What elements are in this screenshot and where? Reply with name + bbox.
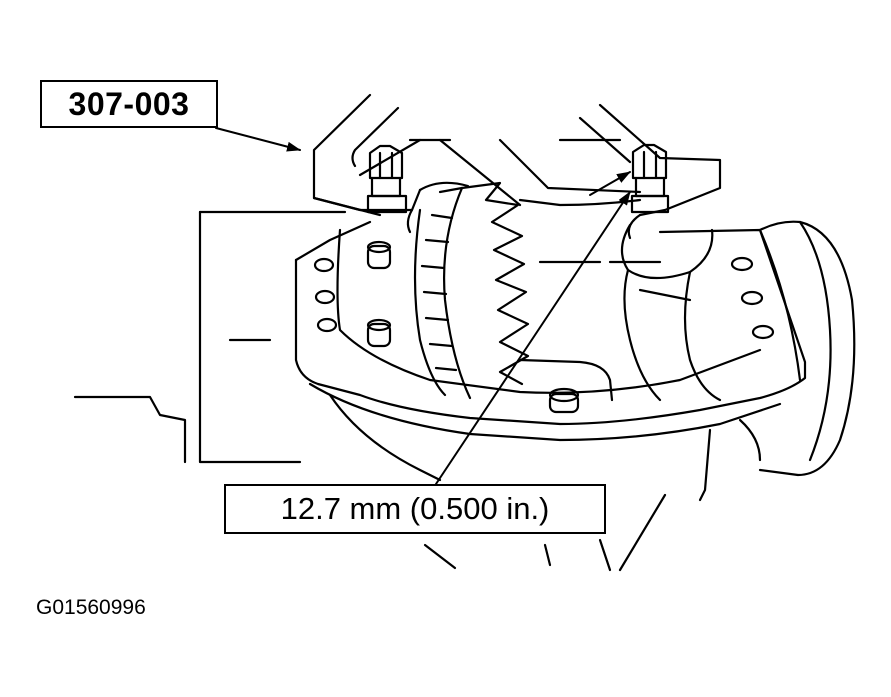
- tool-bolt-left: [366, 144, 408, 214]
- carrier-housing: [294, 220, 807, 502]
- differential-case: [518, 260, 662, 402]
- tool-number-label: 307-003: [68, 85, 190, 122]
- figure-code: G01560996: [36, 596, 146, 619]
- gap-dimension-callout: 12.7 mm (0.500 in.): [224, 484, 606, 534]
- spreader-tool: [312, 93, 722, 240]
- leader-lines: [215, 127, 631, 485]
- axle-flange: [758, 220, 856, 477]
- bolt-holes-right: [730, 256, 775, 340]
- ring-gear: [413, 181, 642, 400]
- gap-dimension-label: 12.7 mm (0.500 in.): [280, 491, 550, 526]
- housing-background: [73, 210, 347, 464]
- tool-bolt-right: [630, 143, 670, 214]
- drain-plug: [548, 387, 580, 414]
- bearing-cap-right: [620, 223, 722, 402]
- bolt-holes-left: [313, 257, 338, 333]
- tool-number-callout: 307-003: [40, 80, 218, 128]
- lower-details: [423, 493, 667, 572]
- studs-left: [366, 240, 392, 348]
